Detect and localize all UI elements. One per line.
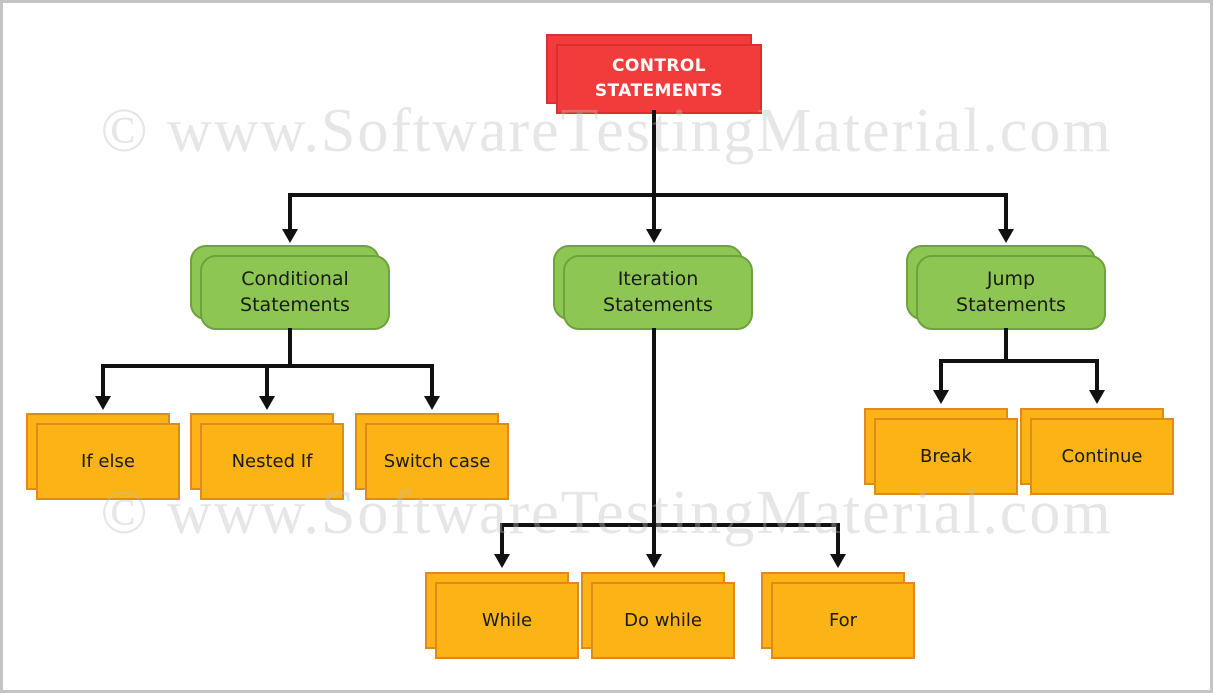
node-label: For <box>828 610 858 631</box>
node-face: Jump Statements <box>916 255 1106 330</box>
connector-iteration-horizontal <box>500 523 840 527</box>
node-label: Switch case <box>383 451 491 472</box>
connector-jump-vertical <box>1004 328 1008 363</box>
connector-stub-continue <box>1095 359 1099 391</box>
connector-stub-switch-case <box>430 364 434 397</box>
node-face: Iteration Statements <box>563 255 753 330</box>
node-face: While <box>435 582 579 659</box>
arrowhead-to-do-while <box>646 554 662 568</box>
connector-root-vertical <box>652 110 656 231</box>
node-face: Conditional Statements <box>200 255 390 330</box>
node-face: For <box>771 582 915 659</box>
node-label: Iteration Statements <box>603 267 713 316</box>
node-face: CONTROL STATEMENTS <box>556 44 762 114</box>
node-face: Break <box>874 418 1018 495</box>
connector-iteration-vertical <box>652 328 656 555</box>
node-label: Do while <box>624 610 702 631</box>
connector-conditional-vertical <box>288 328 292 368</box>
arrowhead-to-continue <box>1089 390 1105 404</box>
arrowhead-to-break <box>933 390 949 404</box>
node-label: If else <box>81 451 135 472</box>
node-face: Switch case <box>365 423 509 500</box>
connector-root-horizontal <box>288 193 1008 197</box>
node-face: Nested If <box>200 423 344 500</box>
node-face: If else <box>36 423 180 500</box>
connector-stub-while <box>500 523 504 555</box>
node-face: Continue <box>1030 418 1174 495</box>
arrowhead-to-switch-case <box>424 396 440 410</box>
node-face: Do while <box>591 582 735 659</box>
node-label: Conditional Statements <box>240 267 350 316</box>
connector-stub-jump <box>1004 193 1008 230</box>
arrowhead-to-conditional <box>282 229 298 243</box>
arrowhead-to-nested-if <box>259 396 275 410</box>
arrowhead-to-jump <box>998 229 1014 243</box>
node-label: Continue <box>1061 446 1143 467</box>
connector-stub-nested-if <box>265 364 269 397</box>
connector-stub-break <box>939 359 943 391</box>
connector-jump-horizontal <box>939 359 1099 363</box>
node-label: CONTROL STATEMENTS <box>594 56 724 101</box>
node-label: Break <box>920 446 972 467</box>
node-label: Jump Statements <box>956 267 1066 316</box>
connector-stub-conditional <box>288 193 292 230</box>
node-label: While <box>481 610 533 631</box>
arrowhead-to-iteration <box>646 229 662 243</box>
arrowhead-to-while <box>494 554 510 568</box>
node-label: Nested If <box>231 451 313 472</box>
arrowhead-to-if-else <box>95 396 111 410</box>
connector-stub-for <box>836 523 840 555</box>
connector-stub-if-else <box>101 364 105 397</box>
arrowhead-to-for <box>830 554 846 568</box>
